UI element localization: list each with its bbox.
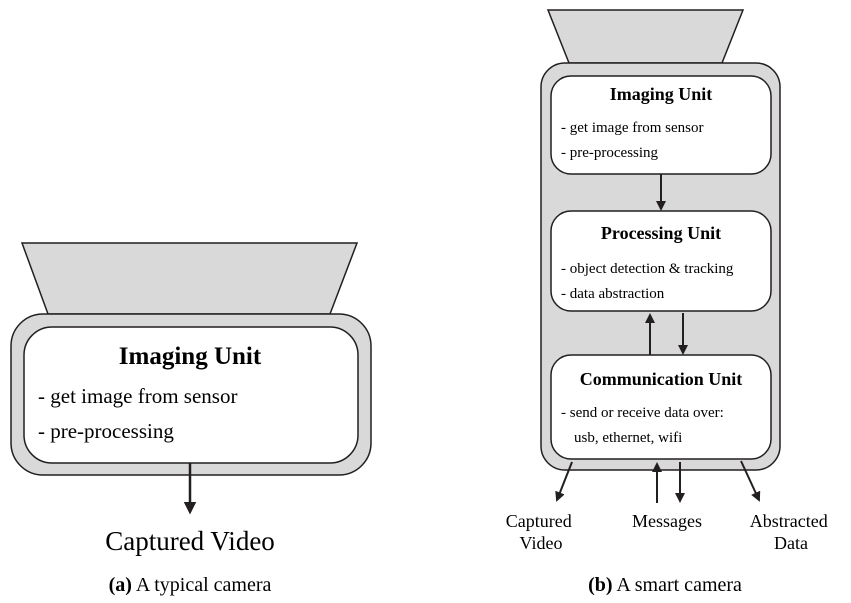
captured-video-label: Captured Video — [105, 526, 275, 556]
communication-unit-line: usb, ethernet, wifi — [574, 430, 682, 446]
messages-label: Messages — [632, 511, 702, 531]
lens-hood-shape — [546, 9, 745, 64]
caption-letter: (b) — [588, 574, 612, 596]
communication-unit-line: - send or receive data over: — [561, 405, 724, 421]
lens-hood-shape — [20, 242, 359, 315]
imaging-unit-line: - get image from sensor — [38, 384, 237, 408]
label-line: Data — [774, 533, 808, 553]
panel-a-caption: (a) A typical camera — [109, 574, 272, 596]
caption-text: A typical camera — [132, 574, 272, 596]
imaging-unit-title: Imaging Unit — [610, 84, 713, 104]
panel-a-typical-camera: Imaging Unit - get image from sensor - p… — [10, 242, 372, 596]
label-line: Abstracted — [750, 511, 828, 531]
label-line: Video — [520, 533, 563, 553]
imaging-unit-line: - pre-processing — [38, 419, 174, 443]
abstracted-data-arrow — [740, 460, 761, 502]
imaging-unit-line: - pre-processing — [561, 145, 659, 161]
processing-unit-box — [550, 210, 772, 312]
caption-letter: (a) — [109, 574, 132, 596]
imaging-unit-title: Imaging Unit — [119, 343, 262, 370]
captured-video-arrow — [555, 461, 573, 502]
panel-b-caption: (b) A smart camera — [588, 574, 742, 596]
abstracted-data-label: Abstracted Data — [750, 511, 832, 553]
communication-unit-title: Communication Unit — [580, 369, 743, 389]
imaging-unit-line: - get image from sensor — [561, 120, 703, 136]
communication-unit-box — [550, 354, 772, 460]
panel-b-smart-camera: Imaging Unit - get image from sensor - p… — [506, 9, 832, 596]
processing-unit-line: - data abstraction — [561, 286, 665, 302]
processing-unit-line: - object detection & tracking — [561, 261, 734, 277]
caption-text: A smart camera — [613, 574, 743, 596]
captured-video-label: Captured Video — [506, 511, 576, 553]
processing-unit-title: Processing Unit — [601, 223, 721, 243]
label-line: Captured — [506, 511, 572, 531]
